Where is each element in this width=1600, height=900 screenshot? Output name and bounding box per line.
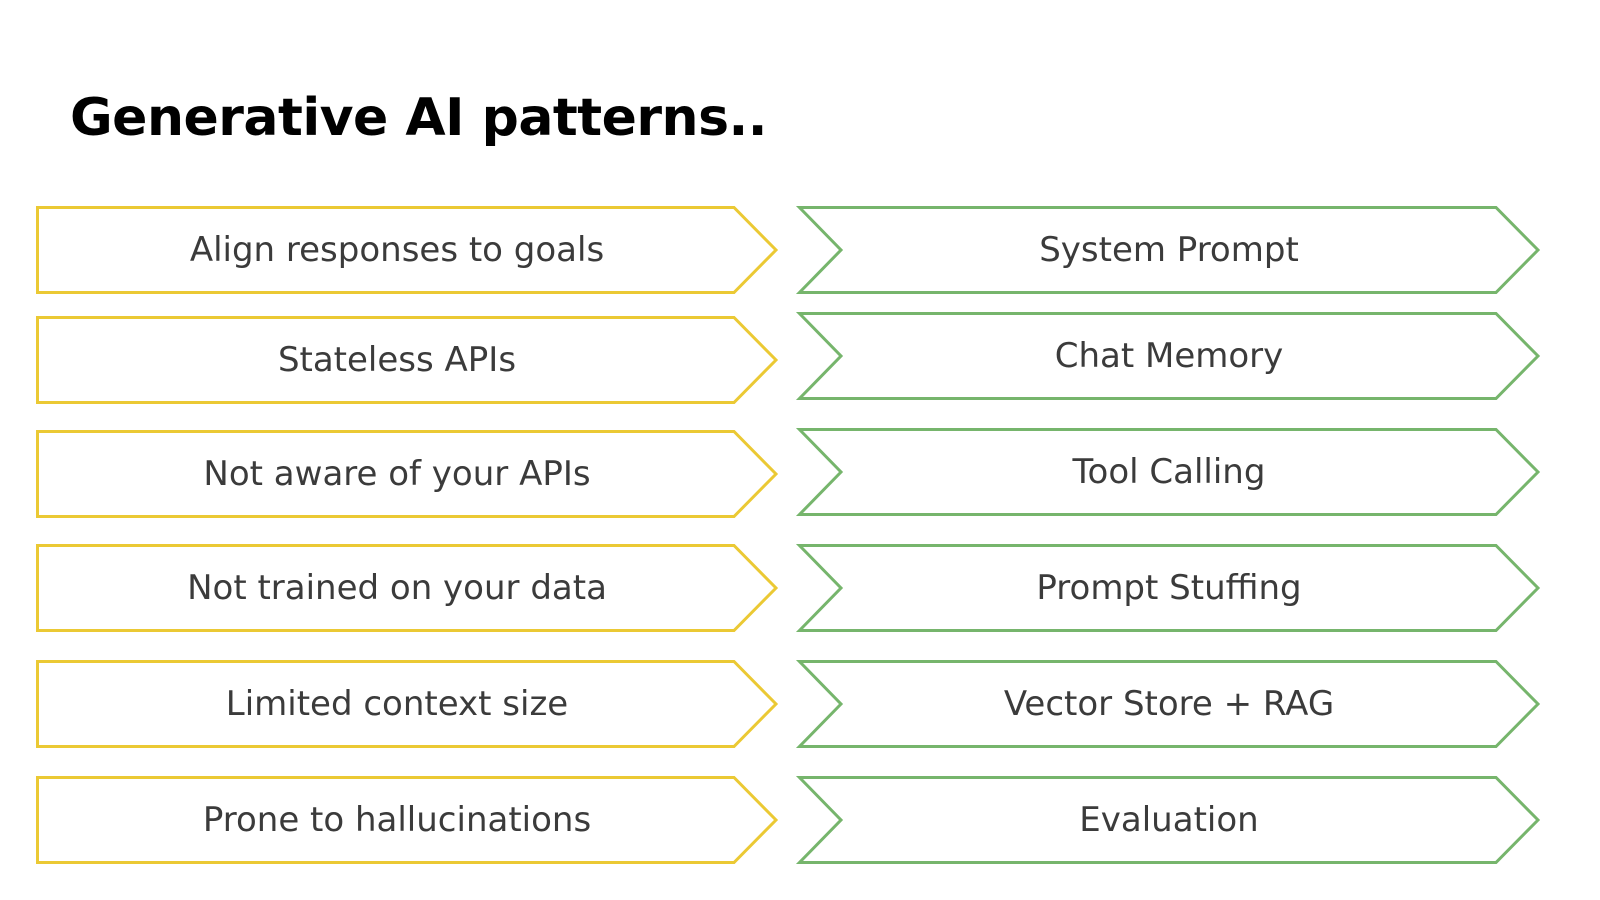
solution-arrow: Prompt Stuffing xyxy=(795,544,1541,632)
solution-arrow: Chat Memory xyxy=(795,312,1541,400)
problem-label: Stateless APIs xyxy=(277,340,517,380)
problem-arrow-shape xyxy=(36,430,779,518)
problem-arrow-shape xyxy=(36,316,779,404)
solution-label: System Prompt xyxy=(1039,230,1299,270)
solution-label: Chat Memory xyxy=(1054,336,1284,376)
problem-arrow: Prone to hallucinations xyxy=(36,776,779,864)
problem-arrow-shape xyxy=(36,206,779,294)
problem-label: Not aware of your APIs xyxy=(203,454,591,494)
solution-arrow-shape xyxy=(795,428,1541,516)
pattern-row: Prone to hallucinations Evaluation xyxy=(0,776,1600,864)
solution-label: Prompt Stuffing xyxy=(1036,568,1302,608)
problem-arrow: Not trained on your data xyxy=(36,544,779,632)
pattern-row: Not trained on your data Prompt Stuffing xyxy=(0,544,1600,632)
solution-label: Vector Store + RAG xyxy=(1003,684,1335,724)
solution-arrow: Evaluation xyxy=(795,776,1541,864)
problem-label: Prone to hallucinations xyxy=(202,800,592,840)
pattern-row: Not aware of your APIs Tool Calling xyxy=(0,428,1600,518)
solution-arrow: System Prompt xyxy=(795,206,1541,294)
problem-label: Limited context size xyxy=(225,684,569,724)
solution-arrow-shape xyxy=(795,776,1541,864)
pattern-row: Limited context size Vector Store + RAG xyxy=(0,660,1600,748)
problem-arrow: Not aware of your APIs xyxy=(36,430,779,518)
solution-label: Tool Calling xyxy=(1072,452,1266,492)
solution-label: Evaluation xyxy=(1079,800,1259,840)
solution-arrow-shape xyxy=(795,206,1541,294)
problem-arrow-shape xyxy=(36,776,779,864)
problem-arrow-shape xyxy=(36,544,779,632)
problem-arrow: Align responses to goals xyxy=(36,206,779,294)
solution-arrow: Vector Store + RAG xyxy=(795,660,1541,748)
solution-arrow-shape xyxy=(795,312,1541,400)
solution-arrow: Tool Calling xyxy=(795,428,1541,516)
problem-label: Align responses to goals xyxy=(189,230,605,270)
solution-arrow-shape xyxy=(795,544,1541,632)
problem-arrow: Stateless APIs xyxy=(36,316,779,404)
problem-label: Not trained on your data xyxy=(187,568,607,608)
pattern-row: Align responses to goals System Prompt xyxy=(0,206,1600,294)
slide-title: Generative AI patterns.. xyxy=(70,88,768,148)
problem-arrow-shape xyxy=(36,660,779,748)
pattern-row: Stateless APIs Chat Memory xyxy=(0,312,1600,404)
solution-arrow-shape xyxy=(795,660,1541,748)
problem-arrow: Limited context size xyxy=(36,660,779,748)
